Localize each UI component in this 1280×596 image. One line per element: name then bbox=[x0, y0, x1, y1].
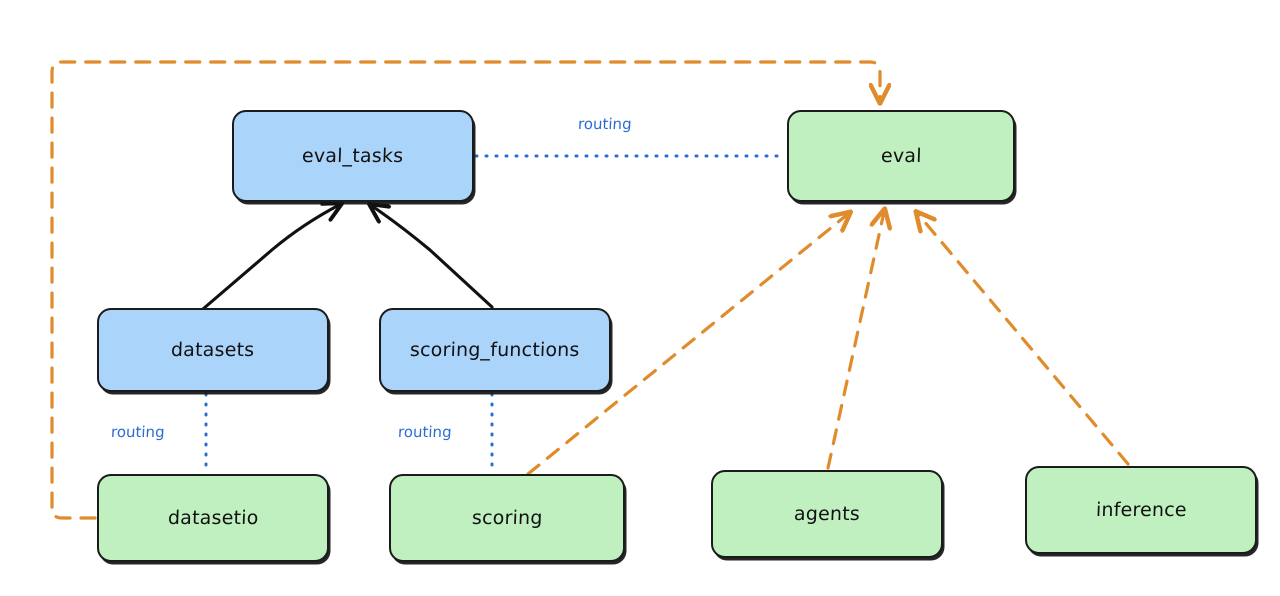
node-scoring-functions-label: scoring_functions bbox=[409, 339, 581, 361]
node-scoring-label: scoring bbox=[471, 507, 543, 529]
node-datasets[interactable]: datasets bbox=[97, 308, 329, 392]
edge-inference-to-eval bbox=[918, 214, 1130, 466]
node-eval-tasks[interactable]: eval_tasks bbox=[232, 110, 474, 202]
node-agents[interactable]: agents bbox=[711, 470, 943, 558]
edge-scoring-functions-to-eval-tasks bbox=[372, 206, 494, 309]
edge-agents-to-eval bbox=[826, 212, 884, 470]
node-scoring[interactable]: scoring bbox=[389, 474, 625, 562]
edge-datasetio-to-eval bbox=[50, 60, 880, 520]
edge-datasets-to-eval-tasks bbox=[201, 205, 339, 311]
node-eval-tasks-label: eval_tasks bbox=[301, 145, 405, 167]
node-agents-label: agents bbox=[793, 503, 861, 525]
node-datasetio[interactable]: datasetio bbox=[97, 474, 329, 562]
node-datasetio-label: datasetio bbox=[167, 507, 259, 529]
node-eval[interactable]: eval bbox=[787, 110, 1015, 202]
node-inference-label: inference bbox=[1095, 499, 1187, 521]
node-datasets-label: datasets bbox=[170, 339, 256, 361]
edge-label-routing-datasetio: routing bbox=[110, 423, 166, 441]
edge-label-routing-eval: routing bbox=[577, 115, 633, 133]
edge-scoring-to-eval bbox=[526, 214, 848, 476]
node-inference[interactable]: inference bbox=[1025, 466, 1257, 554]
edge-label-routing-scoring: routing bbox=[397, 423, 453, 441]
node-scoring-functions[interactable]: scoring_functions bbox=[379, 308, 611, 392]
node-eval-label: eval bbox=[880, 145, 922, 167]
